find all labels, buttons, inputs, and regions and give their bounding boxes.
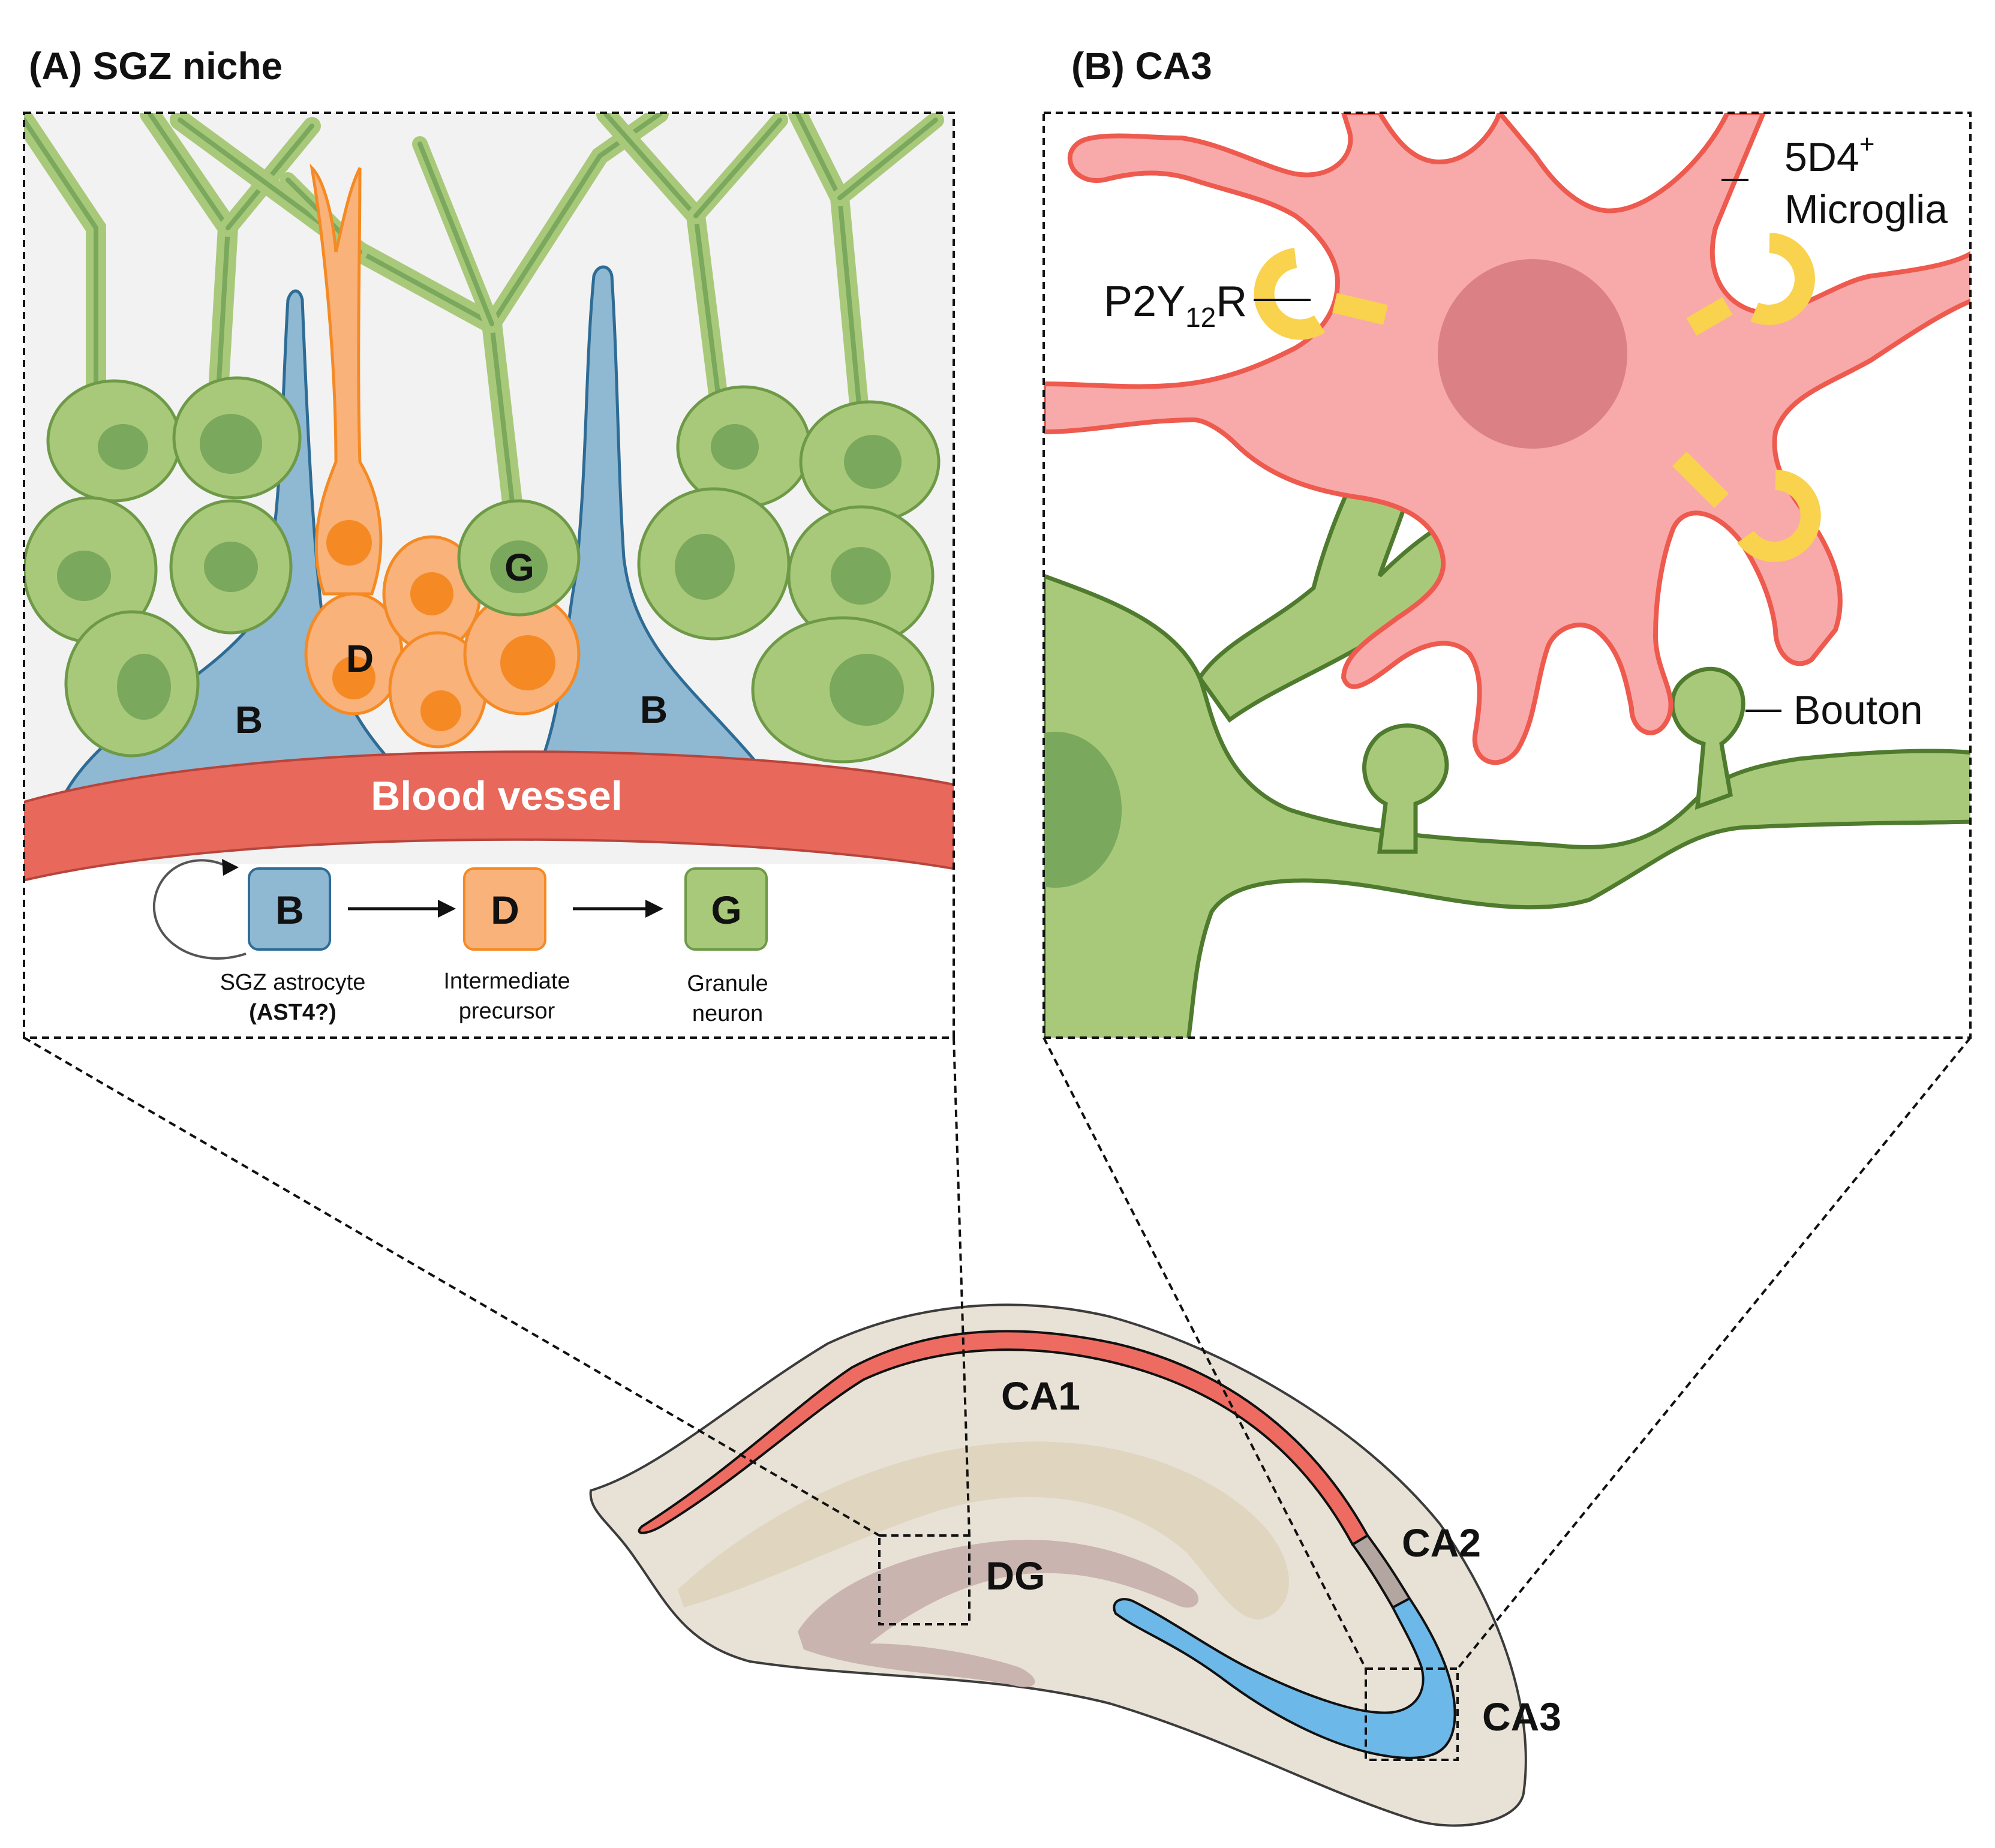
- label-d: D: [346, 637, 374, 680]
- panel-a-title: (A) SGZ niche: [29, 44, 283, 88]
- lineage-box-g-label: G: [711, 888, 741, 932]
- panel-b-labels: 5D4+ Microglia P2Y12R Bouton: [1104, 130, 1948, 733]
- dentate-gyrus: [798, 1540, 1199, 1687]
- arrow-b-to-d-icon: [438, 900, 456, 918]
- lineage-box-b: [248, 867, 331, 951]
- bouton-label: Bouton: [1793, 687, 1923, 733]
- self-renewal-arrow-icon: [152, 859, 247, 960]
- p2y12-receptors: [1254, 233, 1821, 562]
- caption-intermediate-1: Intermediate: [443, 969, 570, 994]
- caption-intermediate-2: precursor: [459, 999, 555, 1024]
- neuron-nucleus: [1044, 732, 1122, 888]
- panel-a: B B D G Blood vessel B D G SGZ astrocyte…: [24, 113, 954, 1038]
- label-b-left: B: [235, 698, 263, 741]
- vessel-label: Blood vessel: [371, 773, 623, 819]
- zoom-box-ca3: [1365, 1667, 1459, 1761]
- lineage-box-d-label: D: [491, 888, 519, 932]
- panel-a-frame: [23, 112, 955, 1039]
- lineage-box-d: [463, 867, 546, 951]
- panel-b-frame: [1042, 112, 1972, 1039]
- ca-inner-band: [678, 1441, 1289, 1619]
- microglia-label-line1: 5D4+: [1784, 130, 1874, 180]
- panel-b-title: (B) CA3: [1071, 44, 1212, 88]
- boutons: [1362, 666, 1745, 854]
- neuron-body: [1044, 573, 1970, 1038]
- ca3-stratum: [1113, 1597, 1456, 1759]
- panel-b: [1044, 113, 1970, 1038]
- microglia-label-line2: Microglia: [1784, 187, 1948, 232]
- region-label-ca1: CA1: [1001, 1374, 1080, 1418]
- zoom-connectors: [23, 1036, 1972, 1670]
- intermediate-precursors: [304, 163, 581, 749]
- label-b-right: B: [640, 688, 668, 731]
- blood-vessel: [24, 750, 954, 882]
- zoom-box-sgz: [878, 1534, 971, 1625]
- microglia-nucleus: [1438, 259, 1627, 449]
- arrow-d-to-g-icon: [645, 900, 663, 918]
- region-label-ca2: CA2: [1402, 1521, 1481, 1565]
- hippocampus: CA1 CA2 CA3 DG: [589, 1303, 1561, 1827]
- receptor-label: P2Y12R: [1104, 278, 1247, 333]
- lineage-box-g: [684, 867, 768, 951]
- astrocyte-right: [525, 265, 783, 794]
- caption-astrocyte-1: SGZ astrocyte: [220, 970, 366, 995]
- caption-granule-1: Granule: [687, 971, 768, 996]
- region-label-dg: DG: [986, 1553, 1045, 1598]
- granule-dendrites: [24, 113, 944, 544]
- lineage-box-b-label: B: [275, 888, 304, 932]
- ca1-stratum: [638, 1330, 1369, 1546]
- caption-granule-2: neuron: [692, 1001, 763, 1026]
- granule-g-nucleus: [490, 540, 548, 593]
- region-label-ca3: CA3: [1482, 1694, 1561, 1739]
- label-g: G: [504, 546, 534, 589]
- caption-astrocyte-2: (AST4?): [249, 1000, 336, 1025]
- lineage-diagram: B D G SGZ astrocyte (AST4?) Intermediate…: [152, 859, 768, 1026]
